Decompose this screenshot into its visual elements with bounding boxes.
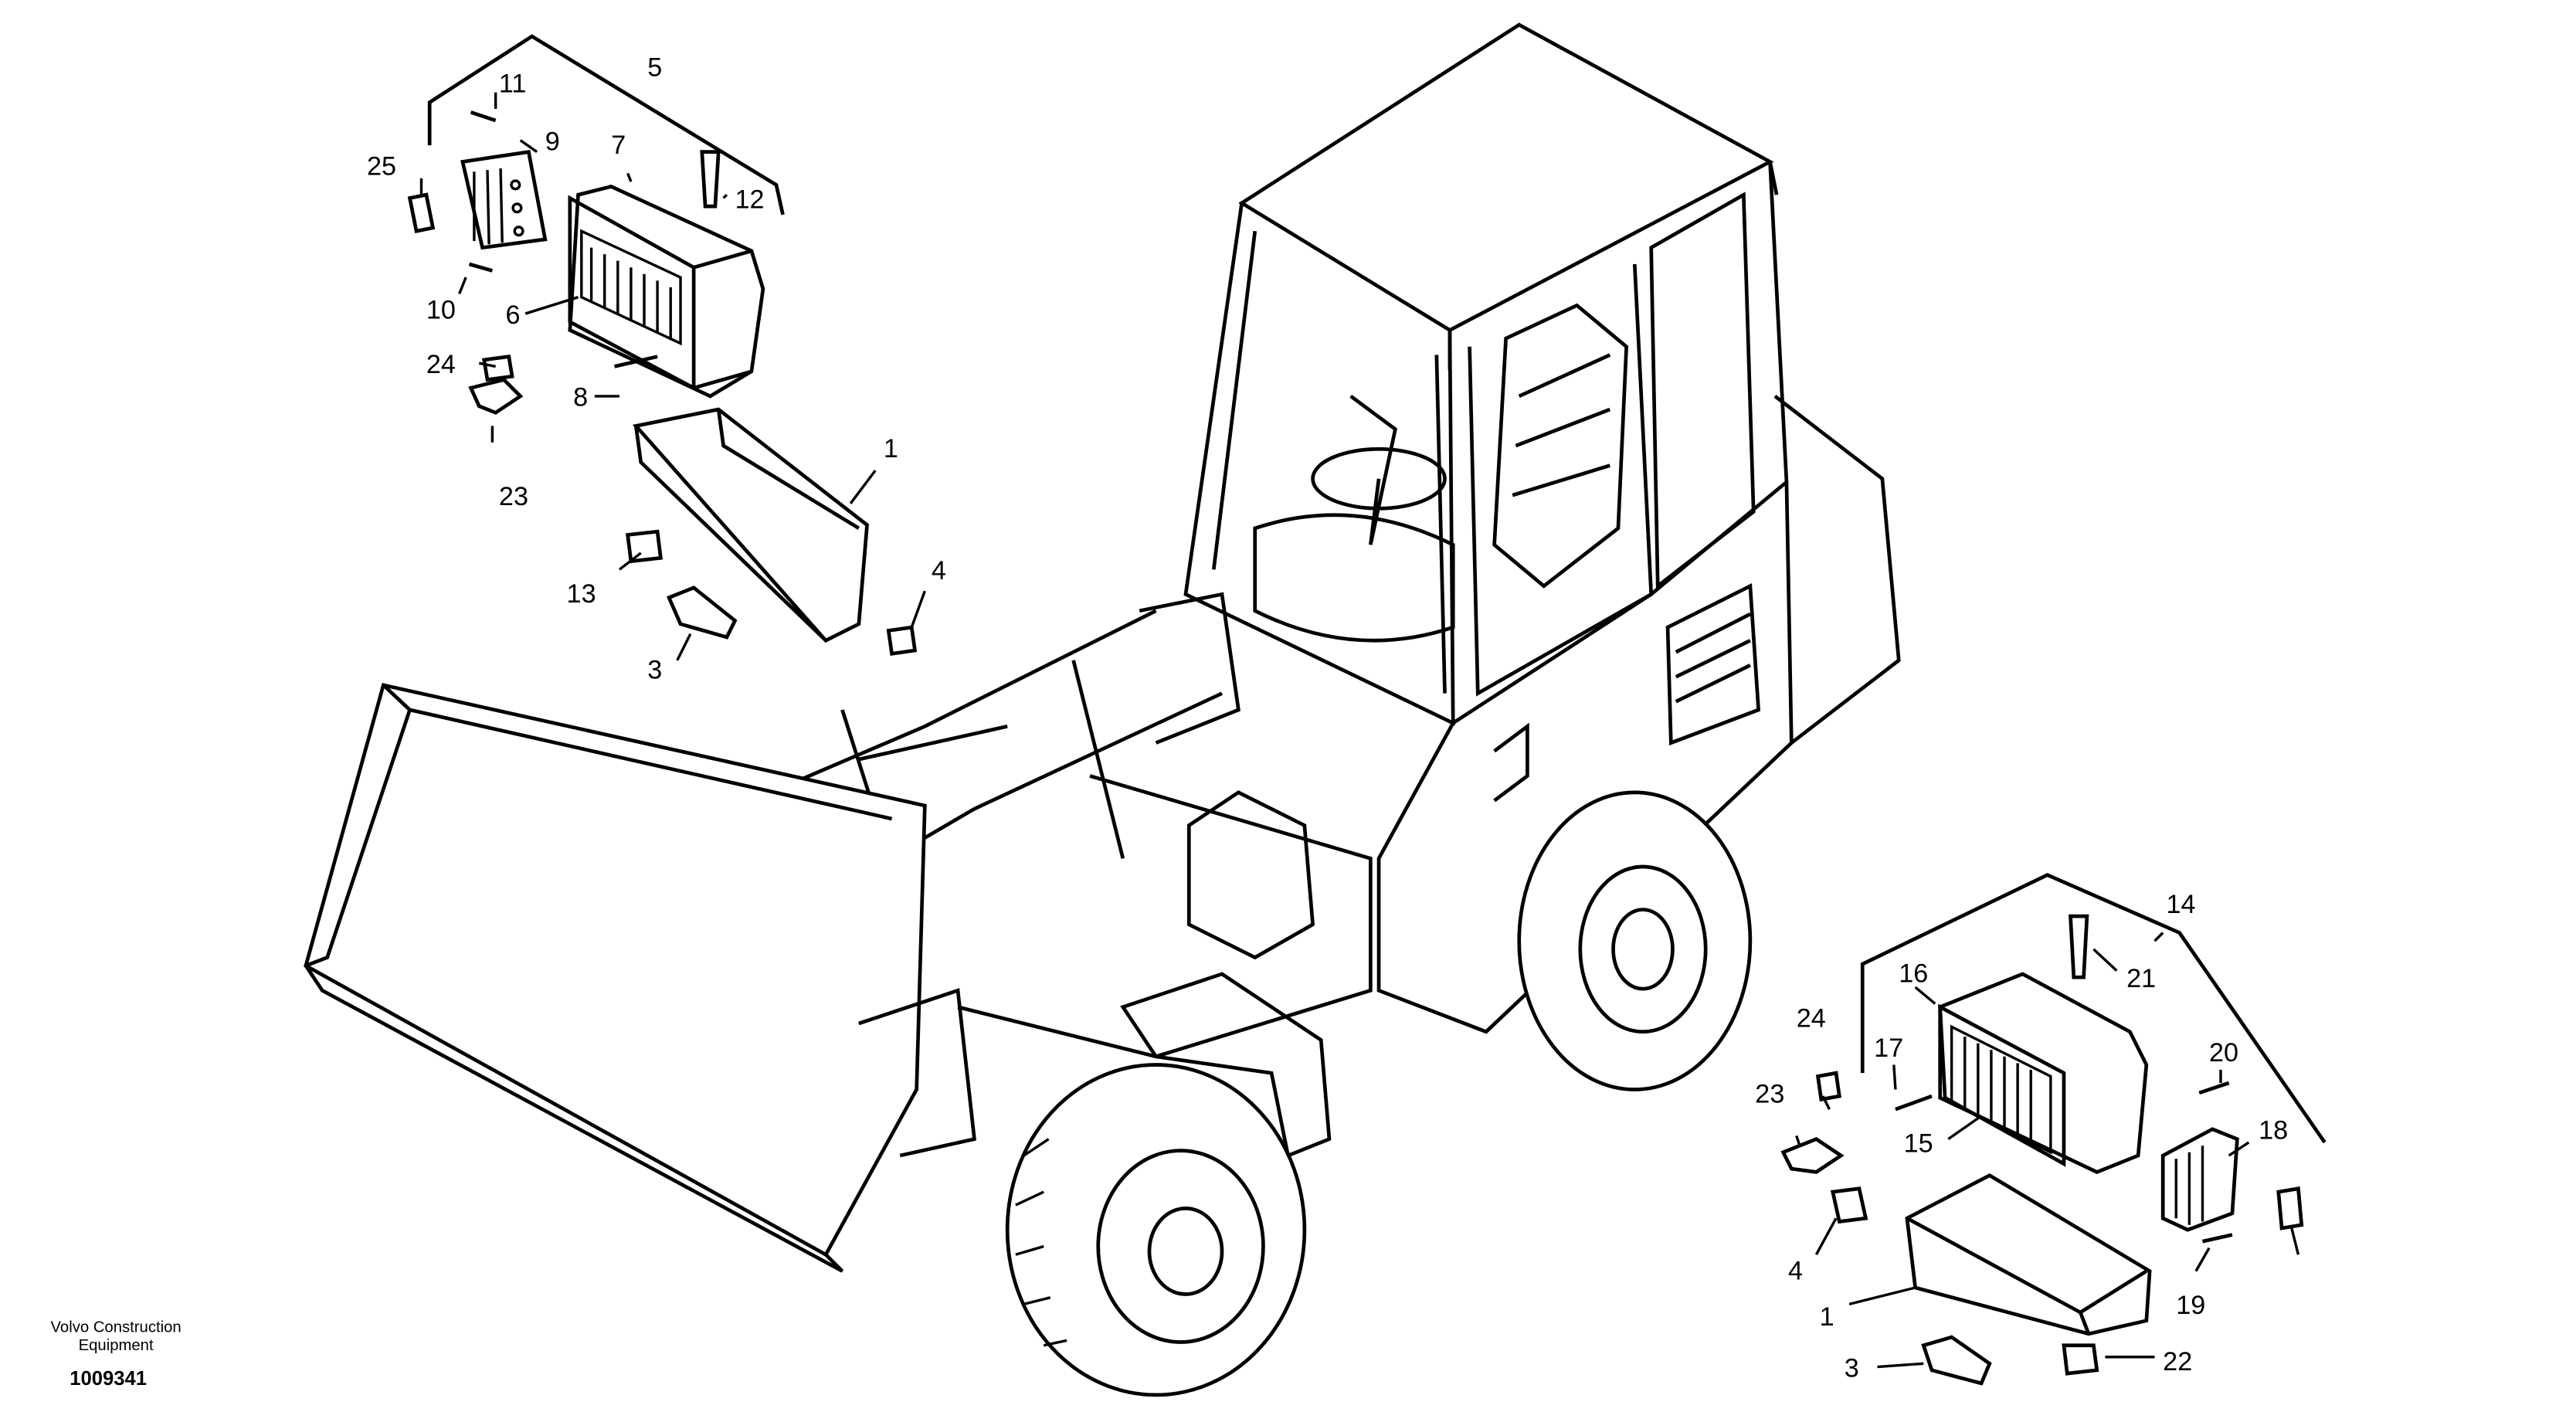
callout-left-5: 5 — [647, 53, 662, 82]
screw-left — [468, 110, 497, 273]
callout-right-24: 24 — [1797, 1003, 1826, 1033]
callout-left-6: 6 — [505, 300, 520, 330]
callout-left-3: 3 — [647, 655, 662, 684]
bolt-3-right — [1921, 1335, 1992, 1386]
marker-lamp-right — [2160, 1127, 2239, 1232]
callout-left-24: 24 — [426, 350, 456, 379]
work-lamp-left — [568, 185, 765, 399]
title-block: Volvo Construction Equipment 1009341 — [50, 1319, 181, 1390]
callout-right-19: 19 — [2176, 1291, 2205, 1320]
callout-left-4: 4 — [932, 556, 946, 586]
drawing-number: 1009341 — [70, 1368, 147, 1390]
marker-lamp-left — [460, 149, 548, 250]
bulb-23-left — [468, 377, 524, 415]
callout-right-4: 4 — [1788, 1256, 1803, 1285]
bulb-holder-right — [2276, 1186, 2304, 1230]
nut-22-right — [2062, 1343, 2099, 1376]
callout-left-1b: 1 — [884, 434, 898, 463]
callout-right-14: 14 — [2166, 890, 2195, 919]
callout-right-3: 3 — [1845, 1353, 1859, 1383]
bolt-21-right — [2069, 914, 2089, 979]
callout-left-23: 23 — [499, 482, 528, 511]
callout-right-18: 18 — [2259, 1116, 2288, 1146]
bulb-23-right — [1780, 1137, 1845, 1174]
bulb-holder-25-left — [407, 192, 436, 233]
nut-13-left — [626, 529, 664, 564]
brand-line-1: Volvo Construction — [50, 1319, 181, 1336]
callout-labels-right: 14 21 16 24 17 20 23 18 15 4 19 1 3 22 — [1755, 890, 2288, 1383]
callout-left-11: 11 — [499, 70, 527, 99]
callout-labels-left: 5 11 9 7 25 12 10 6 24 8 1 23 4 13 3 — [367, 53, 946, 684]
callout-left-8: 8 — [573, 383, 588, 412]
screw-8-left — [614, 355, 658, 368]
screws-right — [1895, 1081, 2233, 1244]
callout-right-21: 21 — [2126, 964, 2156, 993]
bracket-left — [632, 407, 869, 643]
right-lamp-assembly — [1780, 873, 2327, 1386]
callout-right-20: 20 — [2209, 1038, 2238, 1067]
bulb-24-right — [1815, 1071, 1841, 1102]
callout-right-15: 15 — [1904, 1129, 1933, 1159]
brand-line-2: Equipment — [79, 1337, 154, 1354]
callout-right-22: 22 — [2163, 1347, 2192, 1376]
callout-right-1: 1 — [1820, 1302, 1834, 1332]
bolt-3-left — [666, 586, 738, 640]
callout-left-9: 9 — [545, 127, 560, 156]
callout-right-23: 23 — [1755, 1080, 1784, 1109]
callout-right-16: 16 — [1899, 959, 1928, 989]
callout-left-25: 25 — [367, 152, 396, 182]
wheel-loader-illustration — [304, 22, 1901, 1397]
work-lamp-right — [1938, 972, 2149, 1174]
callout-left-13: 13 — [567, 579, 596, 609]
nut-4-left — [886, 625, 918, 656]
callout-right-17: 17 — [1874, 1034, 1903, 1063]
left-lamp-assembly — [407, 34, 926, 661]
callout-left-12: 12 — [735, 185, 765, 214]
nut-4-right — [1830, 1186, 1868, 1224]
bulb-24-left — [481, 354, 514, 382]
callout-left-10: 10 — [426, 295, 456, 324]
bolt-12-left — [700, 150, 721, 209]
bracket-right — [1905, 1173, 2152, 1336]
callout-left-7: 7 — [611, 131, 626, 160]
